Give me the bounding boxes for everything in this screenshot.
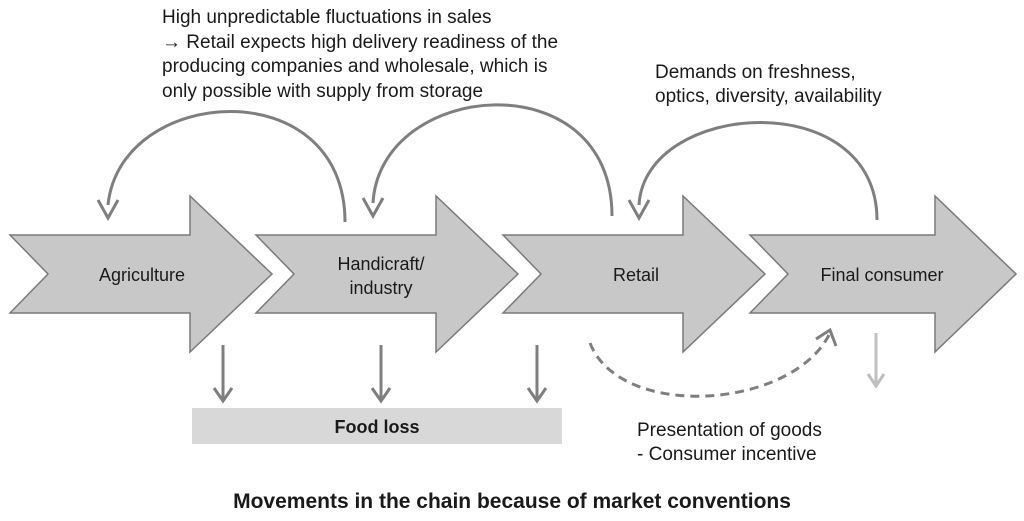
food-loss-rect	[192, 408, 562, 444]
down-arrowhead-icon	[370, 387, 392, 404]
consumer-demands-note: Demands on freshness, optics, diversity,…	[655, 62, 882, 107]
stage-arrow-retail	[501, 194, 767, 354]
dashed-curved-arrow-icon	[588, 334, 831, 398]
presentation-note-line2: - Consumer incentive	[637, 444, 817, 465]
stage-label-retail: Retail	[613, 265, 659, 285]
curved-arrowhead-icon	[96, 199, 120, 222]
stage-label-agriculture: Agriculture	[99, 265, 185, 285]
dashed-arrowhead-icon	[815, 327, 838, 347]
food-loss-arrows	[212, 333, 886, 404]
feedback-arrows	[96, 103, 879, 223]
curved-arrowhead-icon	[361, 197, 385, 220]
down-arrowhead-icon	[212, 387, 234, 404]
stage-label-handicraft-line1: Handicraft/	[337, 254, 424, 274]
sales-note-line3: producing companies and wholesale, which…	[162, 56, 548, 77]
presentation-arrow	[588, 327, 838, 398]
stage-arrow-agriculture	[8, 194, 274, 354]
presentation-note-line1: Presentation of goods	[637, 420, 822, 441]
sales-note-line2: → Retail expects high delivery readiness…	[162, 32, 558, 53]
stage-arrow-handicraft	[254, 194, 520, 354]
stage-label-handicraft-line2: industry	[349, 278, 412, 298]
curved-feedback-arrow-icon	[106, 110, 347, 223]
curved-arrowhead-icon	[627, 199, 651, 222]
diagram-title: Movements in the chain because of market…	[233, 490, 791, 513]
sales-fluctuation-note: High unpredictable fluctuations in sales…	[162, 7, 558, 102]
consumer-down-arrowhead-icon	[866, 373, 886, 389]
sales-note-line4: only possible with supply from storage	[162, 81, 483, 102]
down-arrowhead-icon	[526, 387, 548, 404]
food-loss-label: Food loss	[335, 417, 420, 437]
food-loss-box: Food loss	[192, 408, 562, 444]
presentation-note: Presentation of goods - Consumer incenti…	[637, 420, 822, 465]
curved-feedback-arrow-icon	[637, 121, 879, 221]
stage-arrow-consumer	[748, 194, 1018, 354]
demands-note-line1: Demands on freshness,	[655, 62, 856, 83]
value-chain-stages: Agriculture Handicraft/ industry Retail …	[8, 194, 1018, 354]
sales-note-line1: High unpredictable fluctuations in sales	[162, 7, 492, 28]
curved-feedback-arrow-icon	[371, 103, 614, 217]
demands-note-line2: optics, diversity, availability	[655, 86, 882, 107]
stage-label-consumer: Final consumer	[820, 265, 943, 285]
